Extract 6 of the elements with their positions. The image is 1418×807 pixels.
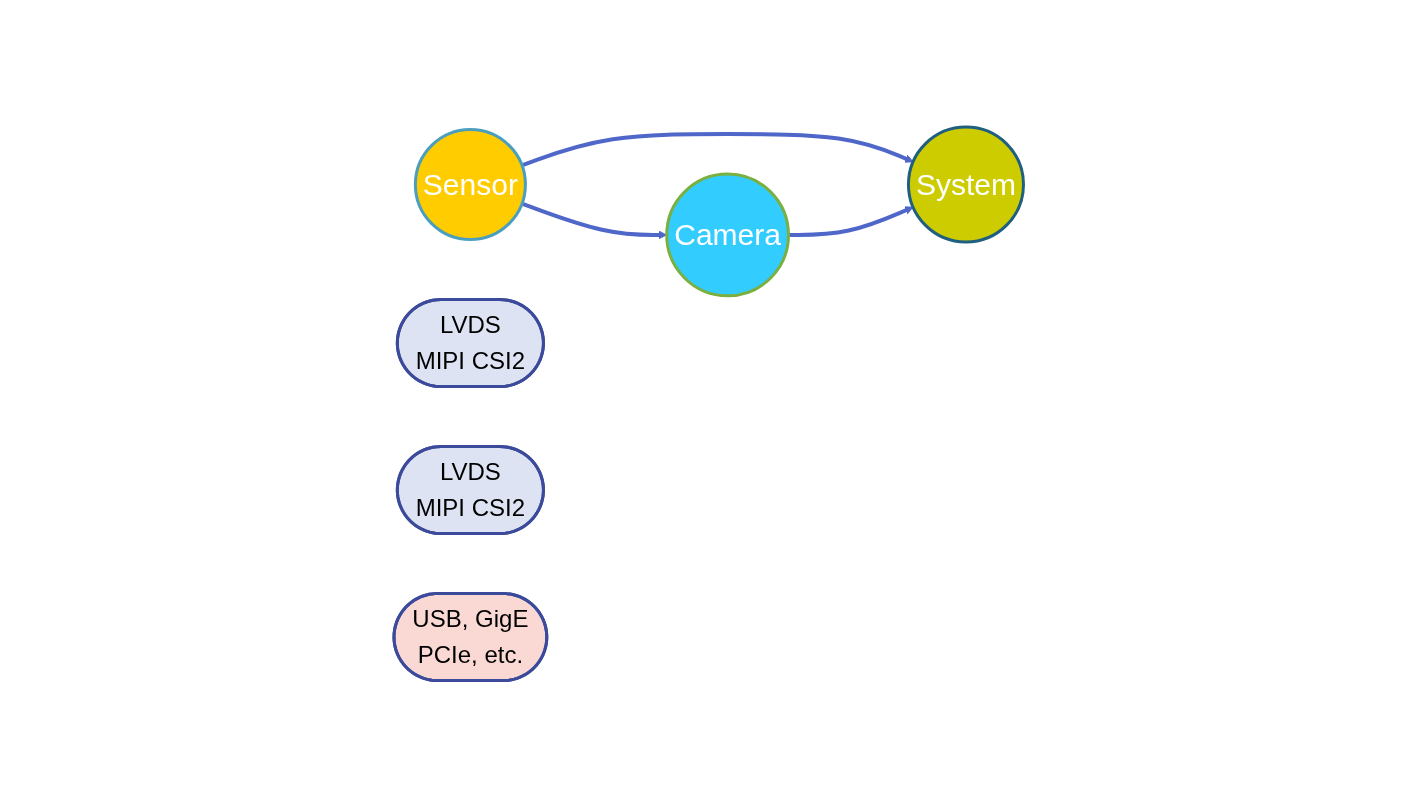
arrow xyxy=(788,206,914,237)
arrow xyxy=(521,201,668,240)
node-circle: Camera xyxy=(665,172,791,297)
arrow xyxy=(521,131,914,168)
node-circle: System xyxy=(907,125,1026,244)
node-circle: Sensor xyxy=(414,127,528,241)
